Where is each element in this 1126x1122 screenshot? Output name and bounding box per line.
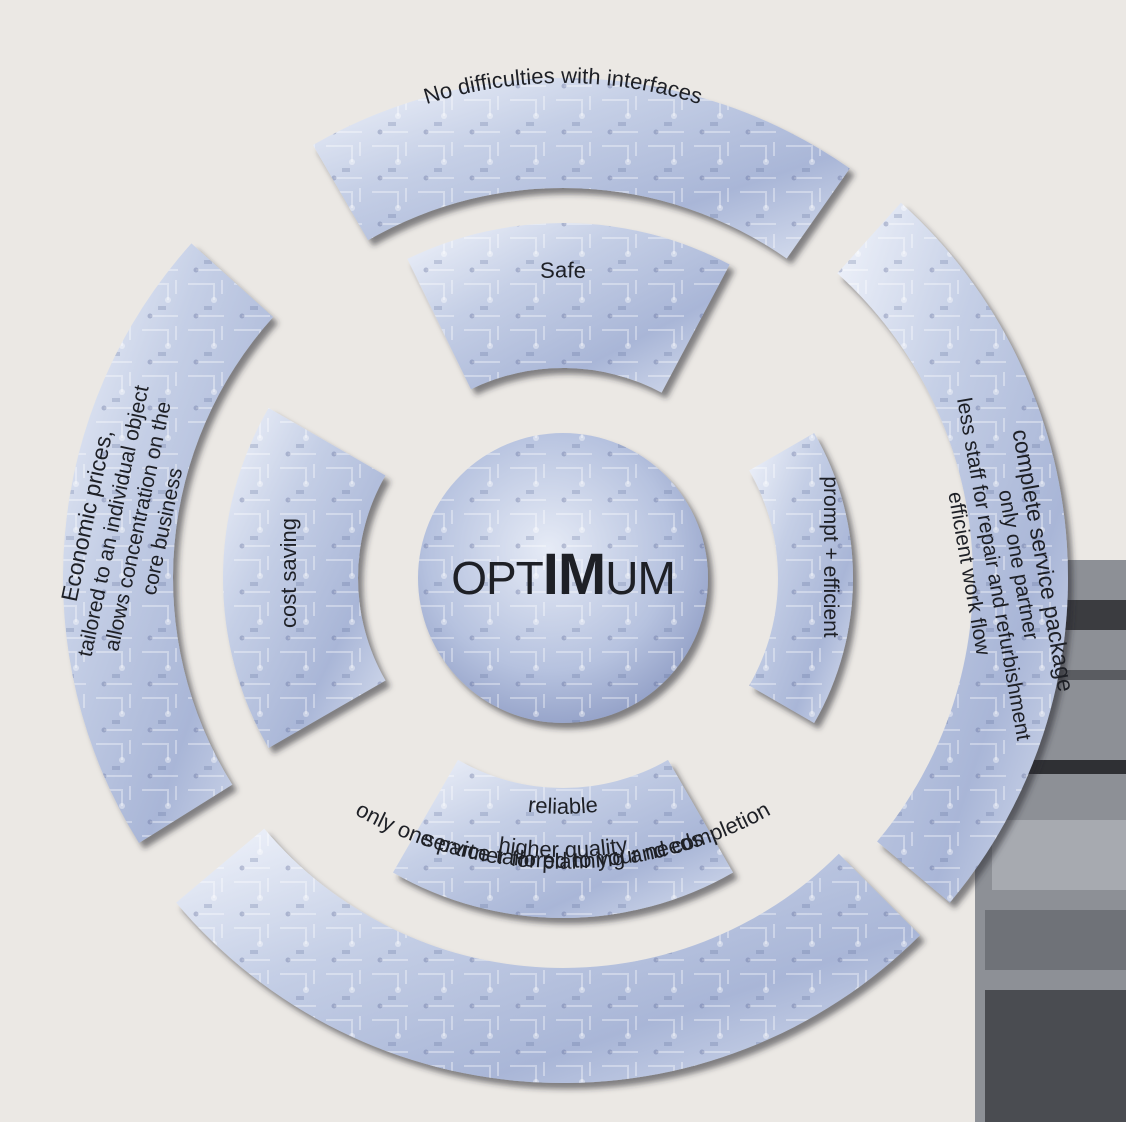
center-label-suffix: UM xyxy=(605,552,675,604)
outer-segment-bottom xyxy=(176,828,921,1083)
outer-segment-right xyxy=(837,202,1068,903)
inner-segment-left xyxy=(223,408,386,748)
center-label: OPTIMUM xyxy=(451,542,675,607)
outer-segment-top xyxy=(313,77,850,259)
inner-bottom-label: reliable xyxy=(527,792,599,819)
inner-left-label: cost saving xyxy=(276,518,301,628)
inner-segment-bottom xyxy=(393,759,733,918)
inner-segment-top xyxy=(407,222,730,393)
inner-right-label: prompt + efficient xyxy=(819,476,842,637)
center-disc xyxy=(418,433,708,723)
outer-segment-left xyxy=(63,243,274,843)
center-label-prefix: OPT xyxy=(451,552,543,604)
center-label-highlight: IM xyxy=(543,542,605,607)
inner-top-label: Safe xyxy=(539,257,586,283)
inner-segment-right xyxy=(749,433,853,723)
